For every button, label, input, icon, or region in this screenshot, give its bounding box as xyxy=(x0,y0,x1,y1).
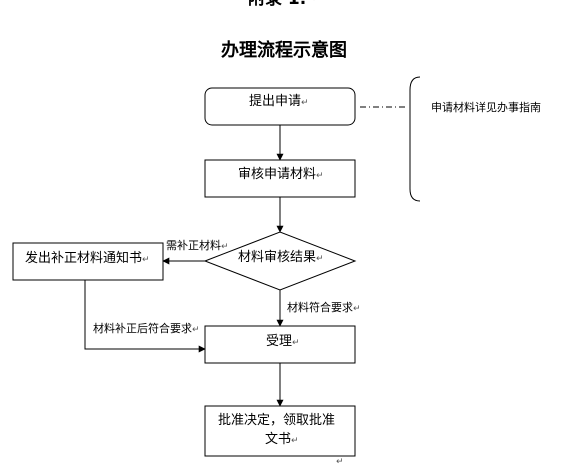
edge-label-meets-requirements: 材料符合要求↵ xyxy=(287,301,361,314)
edge-label-need-supplement: 需补正材料↵ xyxy=(166,239,229,252)
edge-label-after-supplement: 材料补正后符合要求↵ xyxy=(93,322,200,335)
node-review-materials-box xyxy=(204,159,356,198)
node-decision-label-line2: 文书↵ xyxy=(265,432,299,447)
side-note-label: 申请材料详见办事指南 xyxy=(431,101,541,114)
node-supplement-notice-label: 发出补正材料通知书↵ xyxy=(25,251,150,266)
node-decision-label-line1: 批准决定，领取批准 xyxy=(218,413,336,428)
node-supplement-notice-box xyxy=(12,242,164,281)
page-top-fragment: 附录 1. ~ xyxy=(248,0,326,8)
node-accept-label: 受理↵ xyxy=(266,334,300,349)
node-submit-label: 提出申请↵ xyxy=(249,94,309,109)
node-review-result-label: 材料审核结果↵ xyxy=(238,250,324,265)
trailing-paragraph-mark: ↵ xyxy=(336,457,344,467)
page-title: 办理流程示意图 xyxy=(221,40,347,61)
node-review-result-diamond xyxy=(203,231,357,291)
side-note-bracket xyxy=(409,76,421,202)
edge-supplement-to-accept xyxy=(84,280,206,353)
node-review-materials-label: 审核申请材料↵ xyxy=(238,167,324,182)
